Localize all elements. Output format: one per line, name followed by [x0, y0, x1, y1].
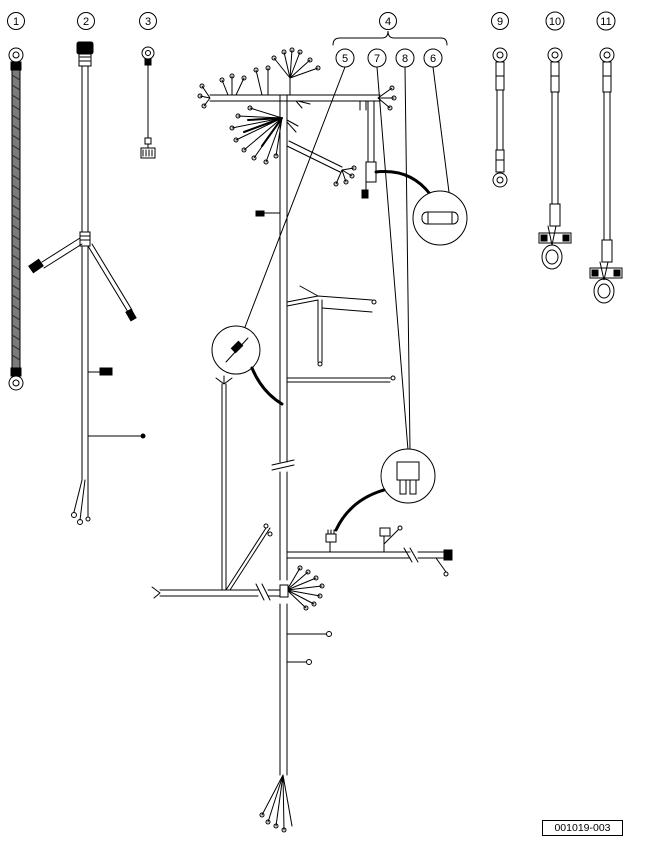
callout-11: 11 — [596, 11, 616, 31]
svg-text:8: 8 — [402, 53, 408, 65]
callout-7: 7 — [367, 48, 387, 68]
svg-text:4: 4 — [385, 16, 391, 28]
inline-fuse-detail-5 — [211, 325, 284, 406]
svg-text:1: 1 — [13, 16, 19, 28]
leader-6 — [432, 66, 451, 201]
callout-1: 1 — [7, 12, 25, 30]
battery-cable-9 — [492, 47, 508, 188]
callout-10: 10 — [545, 11, 565, 31]
callout-3: 3 — [139, 12, 157, 30]
battery-cable-10 — [538, 47, 572, 270]
svg-text:3: 3 — [145, 16, 151, 28]
callout-4-bracket — [332, 30, 448, 46]
callout-9: 9 — [491, 12, 509, 30]
callout-6: 6 — [423, 48, 443, 68]
callout-2: 2 — [77, 12, 95, 30]
svg-text:7: 7 — [374, 53, 380, 65]
glass-fuse-detail-6 — [374, 169, 468, 246]
svg-text:9: 9 — [497, 16, 503, 28]
harness-2 — [28, 41, 146, 525]
callout-5: 5 — [335, 48, 355, 68]
callout-8: 8 — [395, 48, 415, 68]
svg-text:2: 2 — [83, 16, 89, 28]
lead-3 — [140, 46, 156, 159]
svg-text:11: 11 — [600, 16, 611, 28]
document-number: 001019-003 — [542, 820, 623, 836]
leader-7-8 — [376, 66, 411, 451]
leader-5 — [239, 66, 346, 341]
ground-strap-1 — [8, 47, 24, 391]
svg-text:10: 10 — [549, 16, 561, 28]
main-harness-4 — [151, 47, 453, 833]
callout-4: 4 — [379, 12, 397, 30]
svg-text:6: 6 — [430, 53, 436, 65]
svg-text:5: 5 — [342, 53, 348, 65]
blade-fuse-detail-7-8 — [334, 448, 436, 532]
battery-cable-11 — [589, 47, 623, 304]
